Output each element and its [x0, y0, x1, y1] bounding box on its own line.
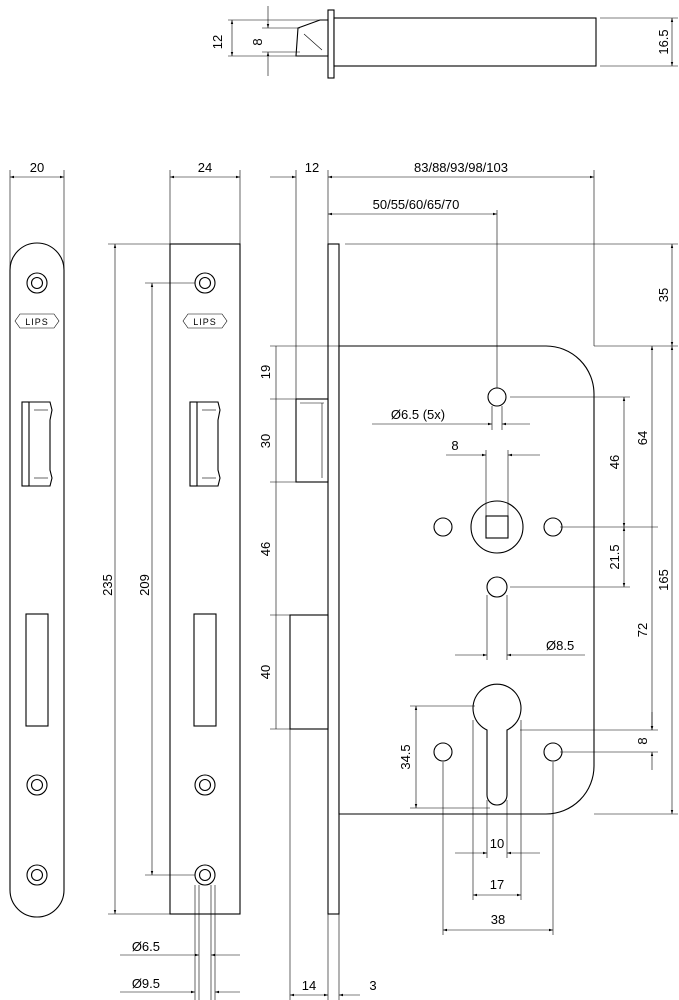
latch-side-view: 12 8 16.5 [210, 6, 678, 79]
dim-64: 64 [635, 431, 650, 445]
latch-opening [21, 401, 30, 487]
deadbolt-opening [25, 613, 49, 727]
dim-165: 165 [656, 569, 671, 591]
dim-hole-8-5: Ø8.5 [546, 638, 574, 653]
latch-body [333, 17, 597, 67]
lips-logo-text-2: LIPS [193, 317, 217, 327]
screw-hole-middle [26, 774, 48, 796]
dim-40: 40 [258, 665, 273, 679]
dim-46-right: 46 [607, 455, 622, 469]
dim-3: 3 [369, 978, 376, 993]
latch-bolt [295, 19, 329, 57]
dim-8-right: 8 [635, 737, 650, 744]
pin-hole-8-5 [486, 576, 508, 598]
screw-hole-top [26, 272, 48, 294]
dim-cylinder-10: 10 [490, 836, 504, 851]
dim-19: 19 [258, 365, 273, 379]
faceplate-20: LIPS 20 [9, 160, 65, 918]
dim-21-5: 21.5 [607, 544, 622, 569]
dim-width-24: 24 [198, 160, 212, 175]
dim-cylinder-17: 17 [490, 877, 504, 892]
faceplate-20-outline [9, 242, 65, 918]
latch-bolt-front [295, 398, 329, 483]
lips-logo-text: LIPS [25, 317, 49, 327]
latch-plate [327, 9, 335, 79]
dim-14: 14 [302, 978, 316, 993]
dim-72: 72 [635, 623, 650, 637]
dim-209: 209 [137, 574, 152, 596]
dim-backset-total: 83/88/93/98/103 [414, 160, 508, 175]
faceplate-24-outline [169, 243, 241, 915]
dim-backset: 50/55/60/65/70 [373, 197, 460, 212]
mount-hole-left [433, 517, 453, 537]
dim-spindle-8: 8 [451, 438, 458, 453]
forend-plate [327, 243, 340, 915]
dim-latch-8: 8 [250, 38, 265, 45]
dim-latch-12: 12 [210, 35, 225, 49]
dim-width-20: 20 [30, 160, 44, 175]
dim-34-5: 34.5 [398, 744, 413, 769]
dim-46-left: 46 [258, 542, 273, 556]
faceplate-24: LIPS 24 235 209 Ø6.5 Ø9.5 [100, 160, 241, 1000]
cyl-screw-left [433, 742, 453, 762]
dim-35: 35 [656, 288, 671, 302]
dim-screw-6-5: Ø6.5 [132, 939, 160, 954]
dim-latch-16-5: 16.5 [656, 29, 671, 54]
dim-cylinder-38: 38 [491, 912, 505, 927]
spindle-square [485, 515, 509, 539]
lips-logo [14, 313, 60, 329]
dim-235: 235 [100, 574, 115, 596]
dim-screw-9-5: Ø9.5 [132, 976, 160, 991]
cylinder-cutout [472, 683, 522, 806]
dim-forend-12: 12 [305, 160, 319, 175]
deadbolt-front [289, 614, 329, 730]
screw-hole-bottom [26, 864, 48, 886]
lock-body-view: 12 83/88/93/98/103 50/55/60/65/70 19 30 … [258, 160, 678, 1000]
dim-30: 30 [258, 434, 273, 448]
dim-hole-6-5-5x: Ø6.5 (5x) [391, 407, 445, 422]
lock-case [338, 345, 595, 815]
spindle-hub [470, 500, 524, 554]
